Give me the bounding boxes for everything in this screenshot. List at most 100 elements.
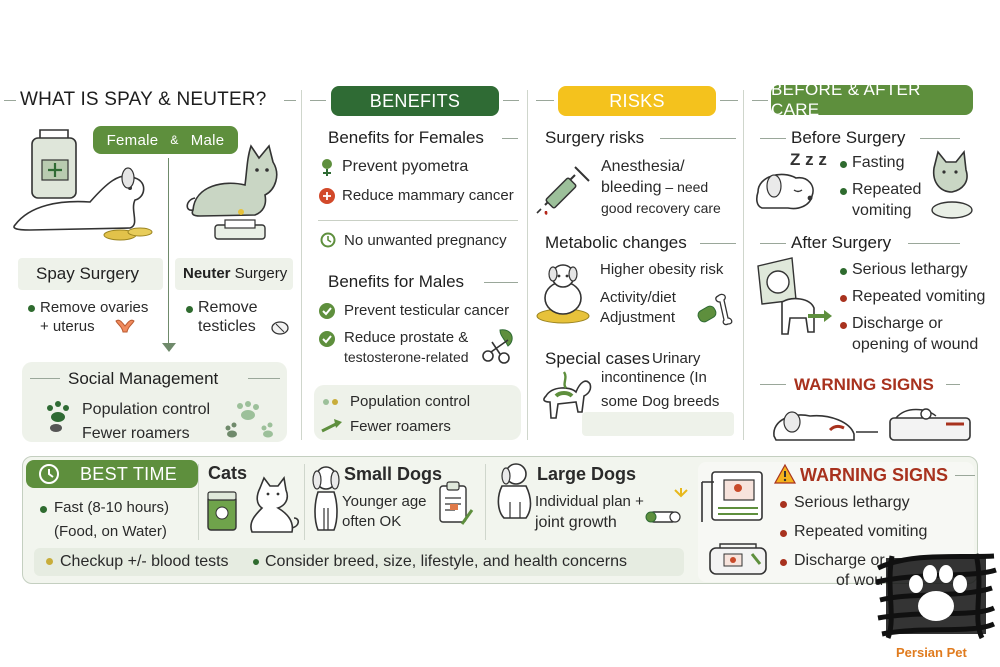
bone-icon <box>697 293 733 326</box>
after-item-2: Repeated vomiting <box>852 288 986 305</box>
fast-line2: (Food, on Water) <box>54 523 167 540</box>
cat-illustration <box>186 144 278 240</box>
metabolic-line1: Higher obesity risk <box>600 261 724 278</box>
before-dot-2 <box>840 188 847 195</box>
col3-pill-rule-right <box>720 100 738 101</box>
prostate-check-icon <box>319 331 335 347</box>
large-dogs-title: Large Dogs <box>537 464 637 484</box>
social-item-1: Population control <box>82 401 211 418</box>
clock-icon <box>39 464 59 484</box>
col2-pill-rule-left <box>310 100 326 101</box>
bottom-warning-dot-2 <box>780 530 787 537</box>
warning-rule-right <box>946 384 960 385</box>
col2-pill-rule-right <box>503 100 519 101</box>
bottom-warning-dot-1 <box>780 501 787 508</box>
split-arrow-line <box>168 158 169 348</box>
cat-food-can-icon <box>207 491 237 531</box>
divider-col3 <box>743 90 744 440</box>
female-male-pill: Female & Male <box>93 126 238 154</box>
after-surgery-title: After Surgery <box>791 233 892 252</box>
bottom-warning-item-3: Discharge or <box>794 552 885 569</box>
small-dog-icon <box>312 466 340 531</box>
special-line1: Urinary <box>652 350 701 367</box>
benefit-male-2: Reduce prostate & <box>344 329 469 346</box>
social-management-panel <box>22 362 287 442</box>
small-dogs-title: Small Dogs <box>344 464 443 484</box>
cats-title: Cats <box>208 463 248 483</box>
sick-dog-icon <box>773 411 878 441</box>
joint-growth-icon <box>645 488 688 523</box>
bottom-divider-3 <box>485 464 486 540</box>
social-title: Social Management <box>68 369 219 388</box>
scribble-overlay <box>875 553 997 640</box>
benefits-males-title: Benefits for Males <box>328 272 465 291</box>
bottom-warning-item-4: of wou <box>836 572 884 589</box>
neuter-bullet-dot <box>186 306 193 313</box>
no-pregnancy-icon <box>320 232 336 248</box>
after-item-3: Discharge or <box>852 315 943 332</box>
spay-bullet-line1: Remove ovaries <box>40 299 149 316</box>
neuter-label-box <box>175 258 293 290</box>
special-cases-title: Special cases <box>545 349 650 369</box>
benefit-female-2: Reduce mammary cancer <box>342 187 514 204</box>
col4-pill-rule-left <box>752 100 768 101</box>
benefit-female-3: No unwanted pregnancy <box>344 232 507 249</box>
special-cases-bar <box>582 412 734 436</box>
spay-label: Spay Surgery <box>36 264 139 283</box>
metabolic-line3: Adjustment <box>600 309 676 326</box>
bottom-divider-1 <box>198 464 199 540</box>
surgery-risk-bleeding: bleeding <box>601 179 662 196</box>
benefits-bottom-2: Fewer roamers <box>350 418 451 435</box>
benefits-females-rule <box>502 138 518 139</box>
col4-warning-title: WARNING SIGNS <box>794 375 934 394</box>
large-dogs-line1: Individual plan + <box>535 493 644 510</box>
cat-sitting-icon <box>250 476 300 533</box>
after-dot-1 <box>840 268 847 275</box>
warning-rule-left <box>760 384 786 385</box>
split-arrow-head <box>162 343 176 352</box>
divider-col2 <box>527 90 528 440</box>
before-item-1: Fasting <box>852 154 905 171</box>
bottom-divider-2 <box>304 464 305 540</box>
clipboard-icon <box>439 481 474 525</box>
col1-title-rule-left <box>4 100 16 101</box>
benefits-pill: BENEFITS <box>331 86 499 116</box>
col1-title: WHAT IS SPAY & NEUTER? <box>20 89 267 111</box>
incontinent-dog-icon <box>543 371 592 419</box>
zzz-text: Z z z <box>790 150 827 169</box>
divider-col1 <box>301 90 302 440</box>
col1-title-prefix: WHAT IS <box>20 89 105 110</box>
surgery-risk-line1: Anesthesia/ <box>601 158 685 175</box>
paw-green-icon <box>47 401 69 432</box>
after-rule-left <box>760 243 786 244</box>
benefits-females-title: Benefits for Females <box>328 128 484 147</box>
before-item-2: Repeated <box>852 181 922 198</box>
syringe-icon <box>536 166 590 215</box>
special-cases-title-text: Special cases <box>545 349 650 368</box>
metabolic-rule <box>700 243 736 244</box>
surgery-risk-need: – need <box>661 179 709 195</box>
surgery-risks-rule <box>660 138 736 139</box>
large-dogs-line2: joint growth <box>535 514 617 531</box>
dog-medical-bag-illustration <box>13 129 153 241</box>
fewer-roamers-arrow-icon <box>321 419 342 433</box>
cat-eating-icon <box>931 149 973 219</box>
neuter-bullet-line2: testicles <box>198 318 256 335</box>
after-item-4: opening of wound <box>852 336 979 353</box>
large-dog-icon <box>497 463 532 519</box>
consider-text: Consider breed, size, lifestyle, and hea… <box>265 553 627 570</box>
testicular-check-icon <box>319 303 335 319</box>
small-dogs-line2: often OK <box>342 513 402 530</box>
benefit-male-3: testosterone-related <box>344 349 469 365</box>
checkup-text: Checkup +/- blood tests <box>60 553 229 570</box>
col1-title-rule-right <box>284 100 296 101</box>
checkup-dot <box>46 558 53 565</box>
before-surgery-title: Before Surgery <box>791 128 906 147</box>
before-rule-right <box>920 138 960 139</box>
cone-dog-icon <box>757 257 832 335</box>
male-label: Male <box>190 131 225 149</box>
metabolic-title: Metabolic changes <box>545 233 687 252</box>
bottom-warning-dot-3 <box>780 559 787 566</box>
sleeping-dog-icon <box>756 173 814 210</box>
before-rule-left <box>760 138 786 139</box>
